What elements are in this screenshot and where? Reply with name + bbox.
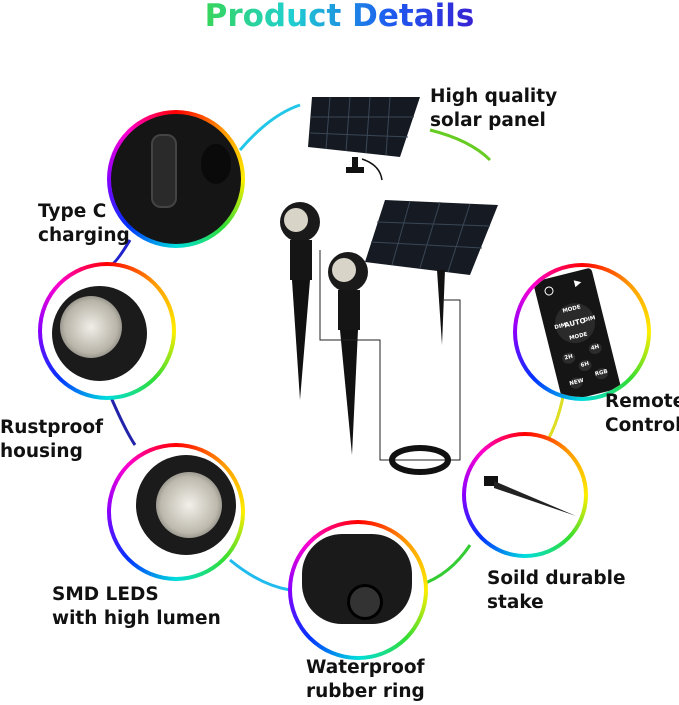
label-line: housing	[0, 441, 83, 462]
spotlight-right	[328, 252, 368, 455]
label-type-c: Type C charging	[38, 200, 130, 248]
label-line: solar panel	[430, 110, 546, 131]
rustproof-ring	[38, 262, 176, 400]
label-line: Type C	[38, 201, 107, 222]
label-line: SMD LEDS	[52, 584, 159, 605]
stake-ring	[462, 432, 588, 558]
label-rustproof: Rustproof housing	[0, 416, 103, 464]
stake-image	[484, 476, 576, 516]
label-waterproof: Waterproof rubber ring	[306, 656, 425, 704]
smd-leds-ring	[107, 443, 245, 581]
label-remote: Remote Control	[605, 390, 679, 438]
usb-c-port-image	[151, 134, 177, 208]
label-line: High quality	[430, 86, 558, 107]
spotlight-left	[280, 202, 320, 400]
waterproof-ring	[288, 520, 428, 660]
label-line: Rustproof	[0, 417, 104, 438]
solar-panel-image	[308, 96, 420, 181]
large-solar-panel	[365, 200, 498, 345]
label-line: rubber ring	[306, 681, 425, 702]
cable-coil	[389, 445, 451, 475]
page-title: Product Details	[0, 0, 679, 34]
label-smd-leds: SMD LEDS with high lumen	[52, 583, 221, 631]
label-line: with high lumen	[52, 608, 221, 629]
label-stake: Soild durable stake	[487, 567, 626, 615]
label-line: Soild durable	[487, 568, 626, 589]
type-c-ring	[107, 110, 245, 248]
label-line: Control	[605, 415, 679, 436]
label-line: Waterproof	[306, 657, 425, 678]
label-line: stake	[487, 592, 544, 613]
label-solar-panel: High quality solar panel	[430, 85, 557, 133]
label-line: charging	[38, 225, 130, 246]
solar-panel-ring	[300, 75, 425, 200]
label-line: Remote	[605, 391, 679, 412]
remote-ring: ▶ AUTO MODE MODE DIM DIM 2H 4H 6H RGB NE…	[513, 263, 651, 401]
